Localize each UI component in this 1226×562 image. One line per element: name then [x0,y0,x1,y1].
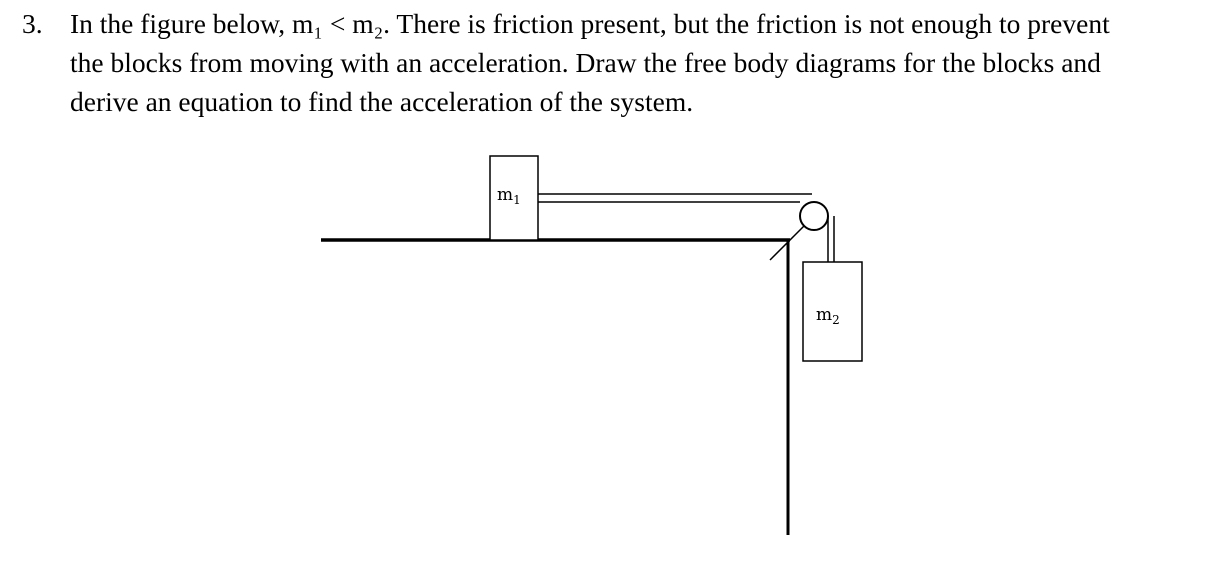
question-line-3: derive an equation to find the accelerat… [70,86,694,117]
block-m1: m1 [489,155,539,241]
question-line-2: the blocks from moving with an accelerat… [70,47,1101,78]
question-line-1: In the figure below, m₁ < m₂. There is f… [70,8,1110,39]
question-text: In the figure below, m₁ < m₂. There is f… [70,4,1210,121]
block-m1-box [489,155,539,241]
block-m2-box [802,261,863,362]
block-m2-label: m2 [816,305,840,327]
block-m2: m2 [802,261,863,362]
question-number: 3. [22,8,43,39]
block-m1-label: m1 [497,185,521,207]
pulley-wheel [799,201,829,231]
